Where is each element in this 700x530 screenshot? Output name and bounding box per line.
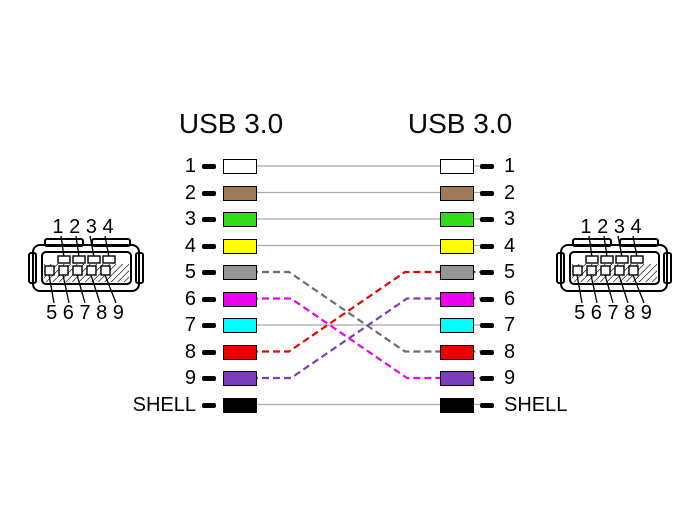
right-wire-stub <box>480 296 494 302</box>
left-pin-box <box>223 185 257 201</box>
pin-row-shell: SHELL SHELL <box>0 393 700 417</box>
right-wire-stub <box>480 349 494 355</box>
right-connector-bottom-pin-numbers: 5 6 7 8 9 <box>574 302 652 324</box>
pin-row-3: 3 3 <box>0 207 700 231</box>
left-pin-box <box>223 344 257 360</box>
left-wire-stub <box>202 164 216 169</box>
right-pin-box <box>440 238 474 254</box>
right-wire-stub <box>480 323 494 328</box>
right-pin-label: 7 <box>504 314 516 336</box>
right-pin-label: 2 <box>504 181 516 204</box>
pin-row-4: 4 4 <box>0 234 700 258</box>
pin-row-5: 5 5 <box>0 260 700 284</box>
left-connector-top-pin-numbers: 1 2 3 4 <box>52 216 113 238</box>
left-pin-label: 3 <box>184 208 196 230</box>
left-wire-stub <box>202 323 216 328</box>
right-usb-connector: 1 2 3 4 5 6 7 8 9 <box>556 216 672 324</box>
right-title: USB 3.0 <box>407 108 513 139</box>
left-pin-box <box>223 159 257 174</box>
right-connector-bottom-contacts <box>572 265 639 276</box>
left-pin-label: 5 <box>184 261 196 283</box>
right-pin-box <box>440 371 474 386</box>
right-connector-body <box>560 244 668 292</box>
left-connector-bottom-leader-lines <box>48 274 117 304</box>
left-pin-label: 7 <box>184 314 196 336</box>
wire-pin8-to-pin5 <box>240 270 480 353</box>
right-connector-top-pin-numbers: 1 2 3 4 <box>580 216 641 238</box>
right-wire-stub <box>480 402 494 408</box>
left-pin-box <box>223 238 257 254</box>
left-connector-bottom-pin-numbers: 5 6 7 8 9 <box>46 302 124 324</box>
left-connector-top-leader-lines <box>60 235 110 258</box>
left-pin-label: 1 <box>184 155 196 177</box>
left-pin-box <box>223 371 257 386</box>
left-pin-label: 9 <box>184 367 196 389</box>
left-wire-stub <box>202 296 216 302</box>
left-connector-inner <box>41 251 132 285</box>
right-wire-stub <box>480 270 494 275</box>
pin-row-6: 6 6 <box>0 287 700 311</box>
left-pin-box <box>223 397 257 413</box>
left-wire-stub <box>202 217 216 222</box>
left-pin-label: 2 <box>184 181 196 204</box>
left-wire-stub <box>202 190 216 196</box>
crossed-wires <box>240 270 480 380</box>
right-pin-label: SHELL <box>504 393 568 416</box>
pin-row-7: 7 7 <box>0 313 700 337</box>
right-pin-box <box>440 159 474 174</box>
left-wire-stub <box>202 402 216 408</box>
left-wire-stub <box>202 349 216 355</box>
right-pin-box <box>440 185 474 201</box>
left-wire-stub <box>202 376 216 381</box>
right-pin-label: 5 <box>504 261 516 283</box>
left-pin-label: 4 <box>184 234 196 257</box>
left-pin-box <box>223 318 257 333</box>
right-connector-inner <box>569 251 660 285</box>
pin-row-1: 1 1 <box>0 154 700 178</box>
left-pin-label: SHELL <box>132 393 196 416</box>
right-pin-label: 3 <box>504 208 516 230</box>
left-wire-stub <box>202 270 216 275</box>
right-connector-bottom-leader-lines <box>576 274 645 304</box>
left-pin-box <box>223 291 257 307</box>
right-pin-box <box>440 397 474 413</box>
right-wire-stub <box>480 164 494 169</box>
right-pin-label: 6 <box>504 287 516 310</box>
pin-row-8: 8 8 <box>0 340 700 364</box>
right-wire-stub <box>480 217 494 222</box>
left-connector-bottom-contacts <box>44 265 111 276</box>
left-pin-label: 8 <box>184 340 196 363</box>
left-connector-body <box>32 244 140 292</box>
right-pin-label: 9 <box>504 367 516 389</box>
left-pin-box <box>223 212 257 227</box>
right-pin-label: 1 <box>504 155 516 177</box>
pin-row-2: 2 2 <box>0 181 700 205</box>
wire-pin9-to-pin6 <box>240 297 480 380</box>
right-pin-box <box>440 212 474 227</box>
right-pin-box <box>440 291 474 307</box>
right-pin-box <box>440 344 474 360</box>
left-title: USB 3.0 <box>178 108 284 139</box>
right-wire-stub <box>480 376 494 381</box>
left-wire-stub <box>202 243 216 249</box>
right-wire-stub <box>480 190 494 196</box>
right-pin-box <box>440 318 474 333</box>
right-connector-top-contacts <box>585 255 644 264</box>
left-usb-connector: 1 2 3 4 5 6 7 8 9 <box>28 216 144 324</box>
pin-row-9: 9 9 <box>0 366 700 390</box>
right-connector-top-leader-lines <box>588 235 638 258</box>
right-pin-box <box>440 265 474 280</box>
left-pin-box <box>223 265 257 280</box>
right-pin-label: 4 <box>504 234 516 257</box>
wire-pin5-to-pin8 <box>240 270 480 353</box>
right-wire-stub <box>480 243 494 249</box>
right-pin-label: 8 <box>504 340 516 363</box>
left-pin-label: 6 <box>184 287 196 310</box>
left-connector-top-contacts <box>57 255 116 264</box>
